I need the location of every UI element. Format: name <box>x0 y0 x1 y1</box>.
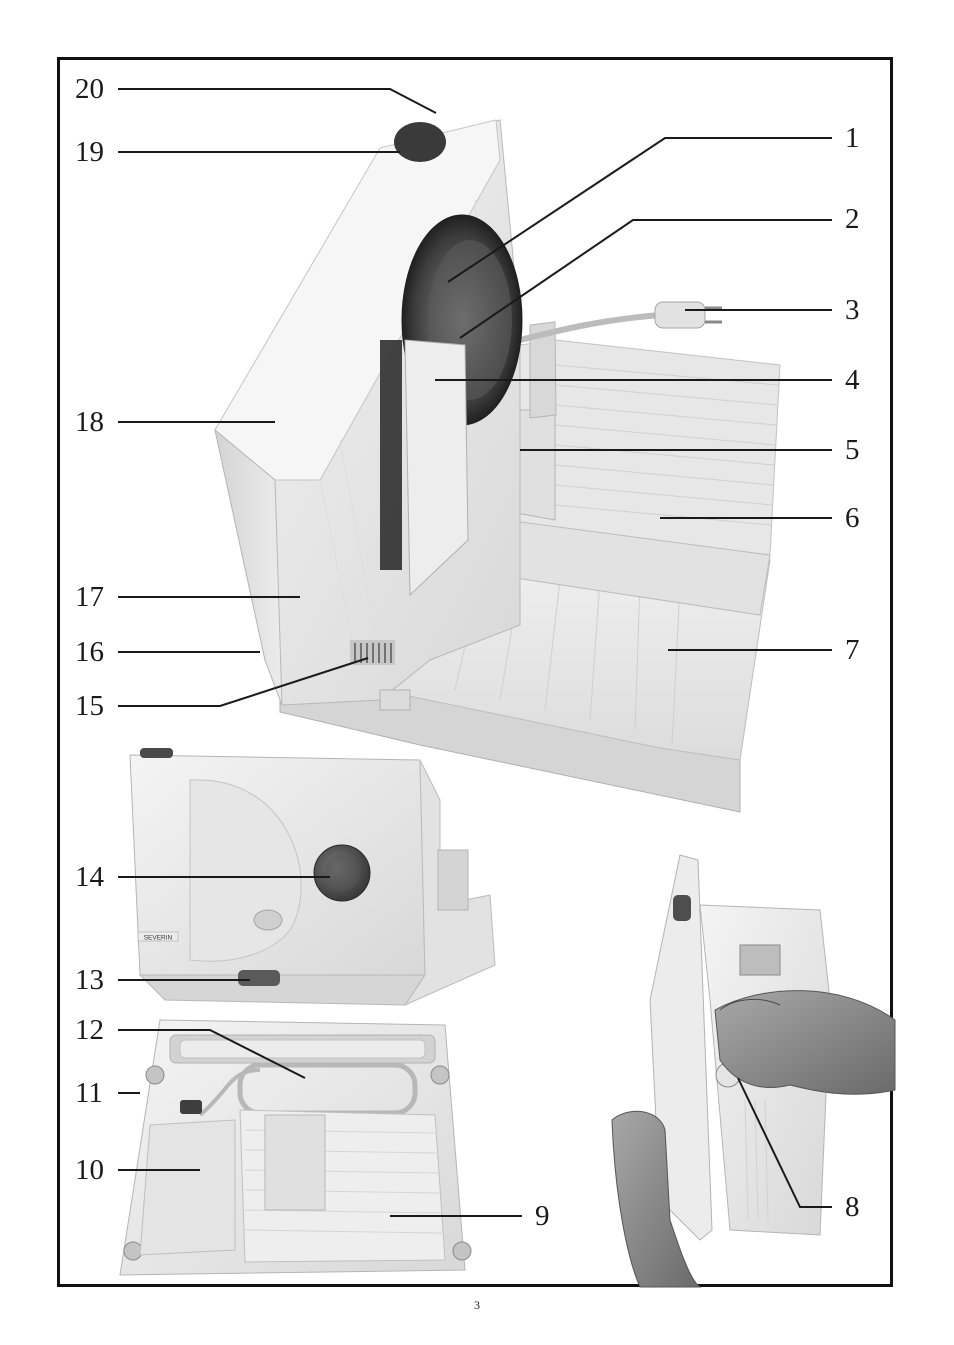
folding-illustration <box>611 854 896 1288</box>
svg-text:20: 20 <box>75 73 104 105</box>
callout-2: 2 <box>459 203 860 339</box>
callout-19: 19 <box>75 136 400 168</box>
svg-text:18: 18 <box>75 406 104 438</box>
callout-11: 11 <box>75 1077 140 1109</box>
release-button <box>238 970 280 986</box>
brand-badge: SEVERIN <box>144 935 173 942</box>
plug <box>654 301 722 329</box>
thickness-guide <box>404 339 469 597</box>
callout-15: 15 <box>75 657 369 722</box>
callout-18: 18 <box>75 406 275 438</box>
food-carriage <box>519 339 781 556</box>
page-number: 3 <box>474 1298 480 1312</box>
svg-text:10: 10 <box>75 1154 104 1186</box>
callout-16: 16 <box>75 636 260 668</box>
svg-text:14: 14 <box>75 861 105 893</box>
svg-text:11: 11 <box>75 1077 103 1109</box>
svg-text:3: 3 <box>845 294 860 326</box>
svg-text:12: 12 <box>75 1014 104 1046</box>
callout-4: 4 <box>435 364 860 396</box>
svg-text:2: 2 <box>845 203 860 235</box>
svg-text:8: 8 <box>845 1191 860 1223</box>
callout-17: 17 <box>75 581 300 613</box>
callout-14: 14 <box>75 861 330 893</box>
main-slicer-illustration <box>214 119 781 813</box>
svg-text:15: 15 <box>75 690 104 722</box>
svg-text:17: 17 <box>75 581 104 613</box>
figure-frame <box>57 57 893 1287</box>
callout-5: 5 <box>520 434 860 466</box>
svg-text:19: 19 <box>75 136 104 168</box>
power-cord <box>519 312 661 343</box>
callout-6: 6 <box>660 502 860 534</box>
svg-text:9: 9 <box>535 1200 550 1232</box>
callout-7: 7 <box>668 634 860 666</box>
callout-12: 12 <box>75 1014 306 1079</box>
callout-9: 9 <box>390 1200 550 1232</box>
switch <box>394 122 446 162</box>
callout-13: 13 <box>75 964 250 996</box>
svg-text:6: 6 <box>845 502 860 534</box>
side-wall <box>139 1119 236 1256</box>
svg-text:16: 16 <box>75 636 104 668</box>
svg-text:7: 7 <box>845 634 860 666</box>
svg-text:13: 13 <box>75 964 104 996</box>
callout-3: 3 <box>685 294 860 326</box>
svg-text:5: 5 <box>845 434 860 466</box>
callout-1: 1 <box>447 122 860 283</box>
svg-text:1: 1 <box>845 122 860 154</box>
underside-illustration <box>119 1019 472 1276</box>
callout-8: 8 <box>737 1077 860 1223</box>
rear-view-illustration: SEVERIN <box>129 748 496 1007</box>
callout-20: 20 <box>75 73 437 114</box>
callout-10: 10 <box>75 1154 200 1186</box>
svg-text:4: 4 <box>845 364 860 396</box>
